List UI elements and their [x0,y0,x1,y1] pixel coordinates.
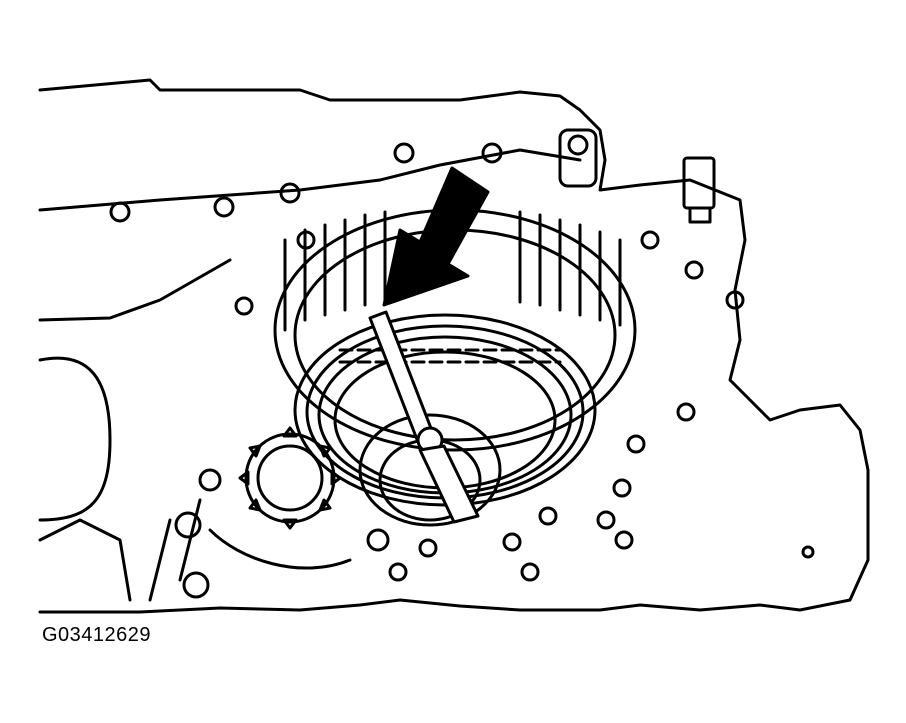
figure-code: G03412629 [42,624,152,646]
top-bolt [558,128,598,188]
case-outline [38,78,870,614]
screwdriver-tool [368,310,480,524]
callout-arrow-icon [382,166,490,307]
lower-housing [148,468,390,602]
gear [238,426,342,530]
bolt-bosses [109,142,815,582]
sensor-connector [682,156,716,224]
